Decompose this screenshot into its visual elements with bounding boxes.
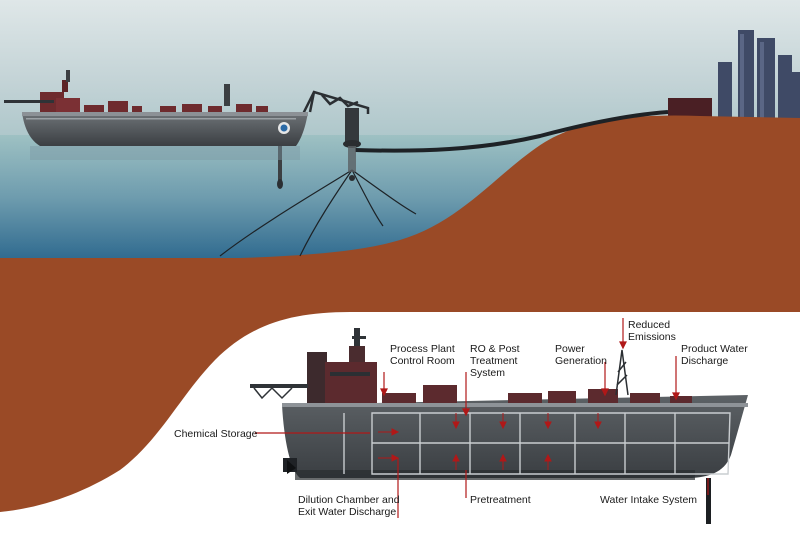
ship-hull	[282, 395, 748, 478]
label-water-intake: Water Intake System	[600, 494, 697, 506]
mooring-lines	[219, 169, 417, 257]
seabed-bottom	[0, 258, 800, 512]
mooring-turret	[343, 108, 361, 181]
label-ro-post-treatment: RO & Post Treatment System	[470, 343, 523, 379]
label-chemical-storage: Chemical Storage	[174, 428, 258, 440]
emissions-stack	[615, 349, 629, 396]
small-ship	[4, 70, 308, 189]
large-ship	[250, 318, 748, 524]
label-reduced-emissions: Reduced Emissions	[628, 319, 676, 343]
callout-lines	[255, 318, 709, 518]
intake-pipe	[706, 478, 711, 524]
label-product-water: Product Water Discharge	[681, 343, 751, 367]
shore-plant	[668, 98, 712, 118]
pipeline	[354, 110, 669, 153]
superstructure	[250, 328, 711, 524]
label-process-plant: Process Plant Control Room	[390, 343, 458, 367]
gantry-crane	[298, 90, 370, 121]
top-scene	[0, 0, 800, 512]
label-pretreatment: Pretreatment	[470, 494, 531, 506]
label-dilution-chamber: Dilution Chamber and Exit Water Discharg…	[298, 494, 402, 518]
labels: Process Plant Control Room RO & Post Tre…	[174, 319, 751, 518]
compartments	[343, 412, 731, 475]
seabed-top	[0, 115, 800, 258]
label-power-generation: Power Generation	[555, 343, 607, 367]
flow-arrows	[378, 413, 602, 470]
